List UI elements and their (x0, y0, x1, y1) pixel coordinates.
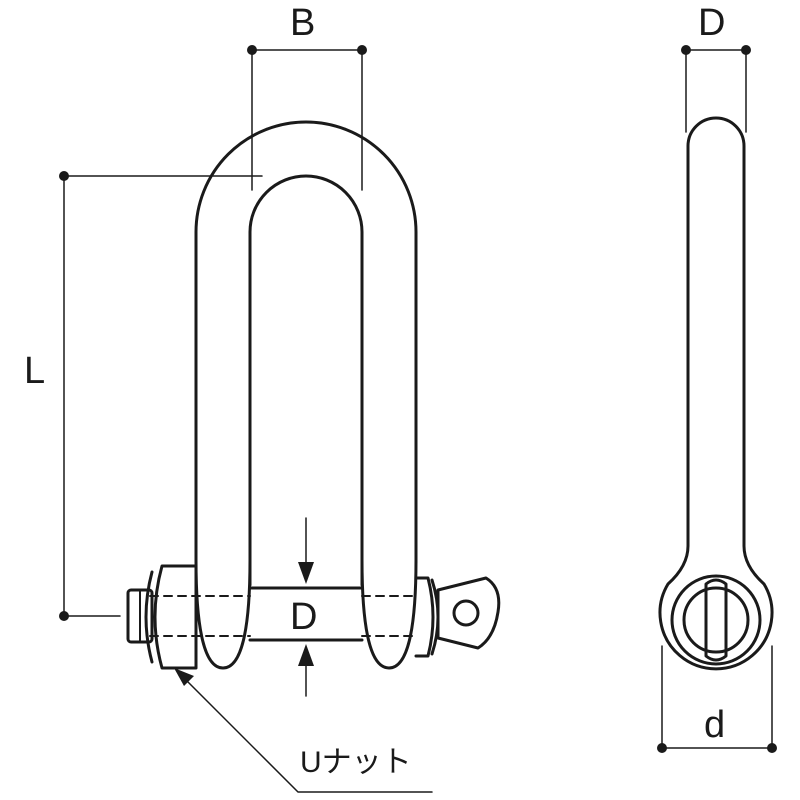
shackle-body (194, 120, 418, 670)
dimension-lines (63, 49, 773, 793)
pin-head (414, 576, 501, 658)
dimension-label-d-small: d (704, 704, 726, 746)
dimension-label-l: L (24, 350, 46, 392)
pin-bolt (149, 586, 417, 642)
dimension-label-b: B (290, 2, 316, 44)
dimension-markers (59, 45, 777, 753)
dimension-label-d-pin: D (290, 596, 318, 638)
u-nut-label: Uナット (300, 746, 412, 779)
u-nut (126, 564, 198, 670)
shackle-side-view (658, 116, 774, 671)
dimension-label-d-top: D (698, 2, 726, 44)
